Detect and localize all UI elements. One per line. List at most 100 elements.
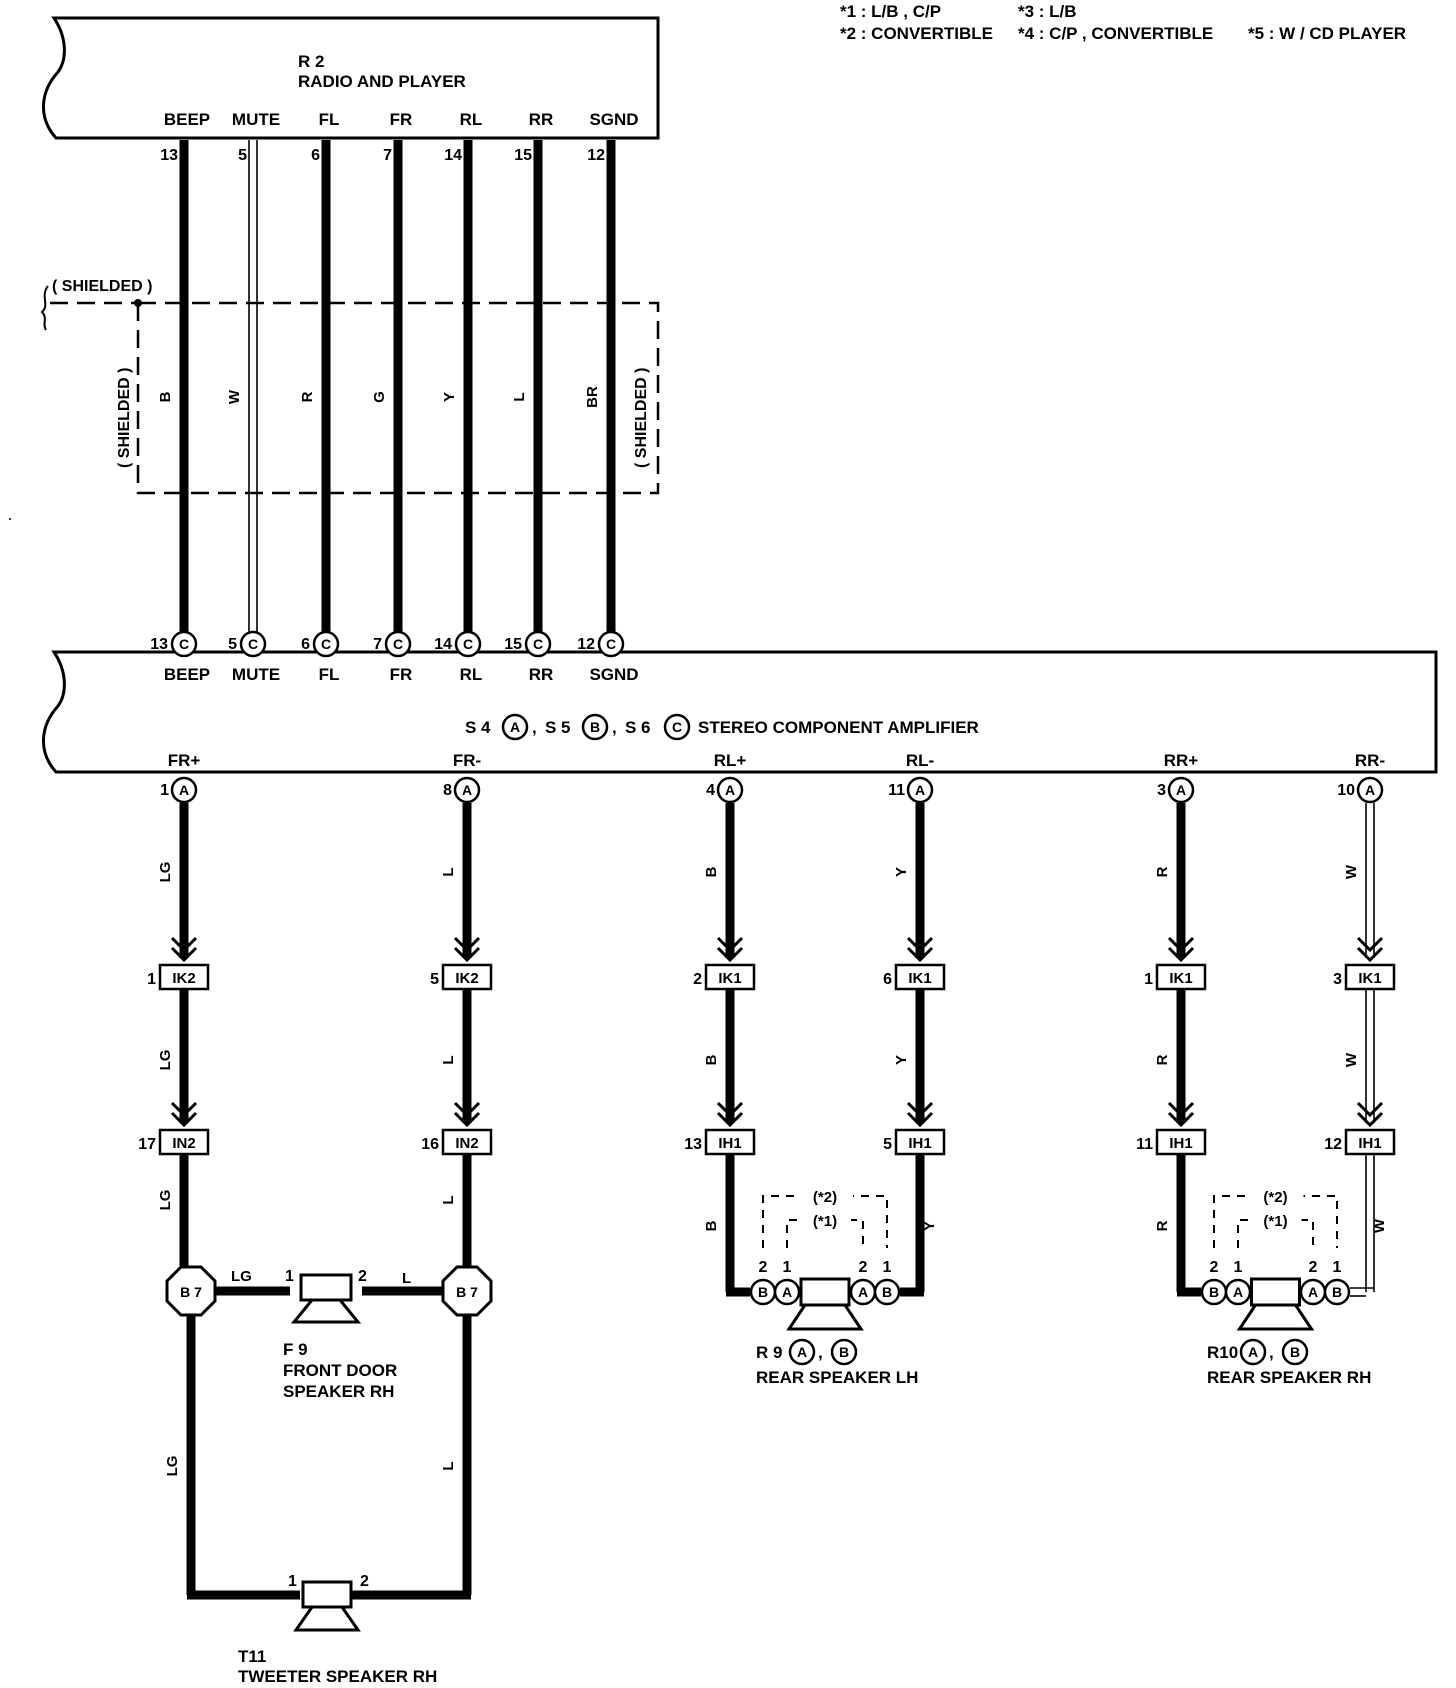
svg-text:RL: RL <box>460 665 483 684</box>
svg-text:Y: Y <box>893 1055 910 1065</box>
amp-input-conn-fr: C <box>384 630 412 658</box>
svg-text:W: W <box>1371 1218 1388 1233</box>
svg-text:A: A <box>179 782 189 798</box>
svg-text:A: A <box>797 1344 807 1360</box>
svg-text:FL: FL <box>319 665 340 684</box>
amp-name: STEREO COMPONENT AMPLIFIER <box>698 718 979 737</box>
svg-text:REAR SPEAKER RH: REAR SPEAKER RH <box>1207 1368 1371 1387</box>
svg-text:C: C <box>179 636 189 652</box>
rear_lh-conn-a-right: A <box>849 1278 877 1306</box>
svg-text:2: 2 <box>1210 1259 1219 1276</box>
tweeter-name: TWEETER SPEAKER RH <box>238 1667 437 1686</box>
svg-text:IH1: IH1 <box>1358 1135 1381 1152</box>
svg-text:,: , <box>532 718 537 737</box>
svg-text:W: W <box>226 389 243 404</box>
amp-input-conn-fl: C <box>312 630 340 658</box>
tweeter-speaker-icon <box>293 1580 361 1632</box>
svg-text:R: R <box>1154 1054 1171 1065</box>
svg-text:11: 11 <box>888 782 905 799</box>
svg-text:LG: LG <box>157 1050 174 1071</box>
svg-text:IN2: IN2 <box>455 1135 478 1152</box>
svg-text:17: 17 <box>138 1136 156 1153</box>
svg-text:R: R <box>1154 866 1171 877</box>
svg-text:C: C <box>606 636 616 652</box>
amp-input-conn-rr: C <box>524 630 552 658</box>
svg-text:IH1: IH1 <box>908 1135 931 1152</box>
svg-text:13: 13 <box>150 636 168 653</box>
note-1: *1 : L/B , C/P <box>840 2 941 21</box>
svg-text:14: 14 <box>444 147 462 164</box>
rear_lh-conn-b-left: B <box>749 1278 777 1306</box>
svg-text:R: R <box>1154 1220 1171 1231</box>
svg-text:IH1: IH1 <box>718 1135 741 1152</box>
svg-text:6: 6 <box>311 147 320 164</box>
svg-text:RR: RR <box>529 665 554 684</box>
radio-name: RADIO AND PLAYER <box>298 72 466 91</box>
rear_lh-caption-conn-a: A <box>788 1338 816 1366</box>
svg-text:,: , <box>1269 1343 1274 1362</box>
front-door-code: F 9 <box>283 1340 308 1359</box>
svg-text:(*2): (*2) <box>1263 1189 1287 1206</box>
svg-text:1: 1 <box>1333 1259 1342 1276</box>
tweeter-pin-2: 2 <box>360 1573 369 1590</box>
svg-text:B: B <box>1290 1344 1300 1360</box>
rear_lh-speaker-icon <box>786 1277 864 1331</box>
rear_rh-caption-conn-b: B <box>1281 1338 1309 1366</box>
svg-text:(*1): (*1) <box>813 1213 837 1230</box>
amp-input-beep: 13 C BEEP <box>150 630 210 684</box>
svg-text:IK1: IK1 <box>908 970 931 987</box>
svg-text:RL-: RL- <box>906 751 934 770</box>
svg-text:1: 1 <box>783 1259 792 1276</box>
svg-text:2: 2 <box>759 1259 768 1276</box>
front-door-line1: FRONT DOOR <box>283 1361 397 1380</box>
svg-text:7: 7 <box>383 147 392 164</box>
rear_rh-conn-a-right: A <box>1299 1278 1327 1306</box>
speaker-circuits: LGIK21LGIN217LGLIK25LIN216LBIK12BIH113BY… <box>138 803 1396 1292</box>
front-door-wire-left: LG <box>231 1268 252 1285</box>
front-door-line2: SPEAKER RH <box>283 1382 394 1401</box>
amp-input-conn-beep: C <box>170 630 198 658</box>
svg-text:BEEP: BEEP <box>164 665 210 684</box>
svg-text:SGND: SGND <box>589 665 638 684</box>
svg-text:10: 10 <box>1337 782 1355 799</box>
svg-text:A: A <box>782 1284 792 1300</box>
front-speaker-loop: B 7 B 7 LG L 1 2 F 9 FRONT DOOR SPEAKER … <box>164 1265 493 1686</box>
amp-output-conn-2: A <box>716 776 744 804</box>
svg-text:B: B <box>703 1220 720 1231</box>
svg-text:B 7: B 7 <box>180 1284 202 1300</box>
svg-text:12: 12 <box>1324 1136 1342 1153</box>
svg-text:A: A <box>1248 1344 1258 1360</box>
svg-text:B: B <box>882 1284 892 1300</box>
svg-text:16: 16 <box>421 1136 439 1153</box>
svg-text:A: A <box>915 782 925 798</box>
svg-text:A: A <box>725 782 735 798</box>
svg-text:1: 1 <box>160 782 169 799</box>
svg-text:B: B <box>1332 1284 1342 1300</box>
front-door-pin-1: 1 <box>285 1268 294 1285</box>
svg-text:A: A <box>858 1284 868 1300</box>
svg-text:BR: BR <box>584 386 601 408</box>
note-3: *3 : L/B <box>1018 2 1077 21</box>
svg-text:FR-: FR- <box>453 751 481 770</box>
svg-text:1: 1 <box>1234 1259 1243 1276</box>
svg-text:C: C <box>393 636 403 652</box>
amp-s6: S 6 <box>625 718 651 737</box>
svg-text:7: 7 <box>373 636 382 653</box>
svg-text:2: 2 <box>693 971 702 988</box>
front-door-speaker-icon <box>290 1273 362 1324</box>
svg-text:FR+: FR+ <box>168 751 201 770</box>
